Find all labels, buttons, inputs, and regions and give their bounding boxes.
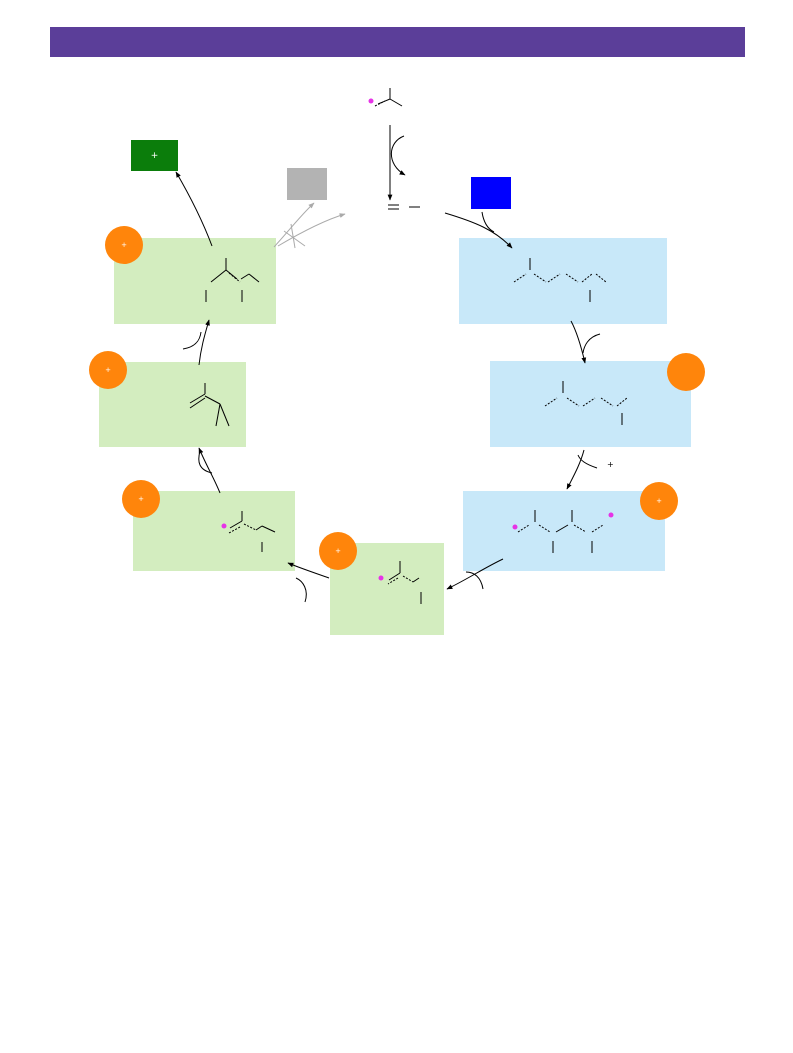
product-box: +: [131, 140, 178, 171]
blue-panel-lower: [463, 491, 665, 571]
blocked-box: [287, 168, 327, 200]
input-box: [471, 177, 511, 209]
badge-lower-left: +: [122, 480, 160, 518]
molecule-blue-lower: [517, 510, 604, 553]
molecule-green-top: [205, 258, 260, 302]
badge-top-left: +: [105, 226, 143, 264]
radical-dot-icon: [608, 512, 614, 518]
blocked-arrow-icon: [273, 202, 346, 249]
molecule-blue-top: [513, 258, 607, 302]
radical-dot-icon: [512, 524, 518, 530]
molecule-green-lower: [228, 511, 276, 552]
blue-panel-middle: [490, 361, 691, 447]
badge-symbol: +: [656, 497, 662, 505]
badge-right-lower: +: [640, 482, 678, 520]
blue-panel-top: [459, 238, 667, 324]
radical-dot-icon: [221, 523, 227, 529]
product-box-symbol: +: [150, 150, 159, 161]
header-bar: [50, 27, 745, 57]
badge-symbol: +: [335, 547, 341, 555]
badge-symbol: +: [105, 366, 111, 374]
badge-bottom: +: [319, 532, 357, 570]
radical-dot-icon: [368, 98, 374, 104]
radical-dot-icon: [378, 575, 384, 581]
badge-middle-left: +: [89, 351, 127, 389]
center-fragment: [388, 204, 420, 210]
badge-right-middle: [667, 353, 705, 391]
molecule-green-middle: [189, 383, 230, 427]
side-plus-mark: +: [607, 460, 614, 469]
arrows: [175, 125, 601, 603]
start-molecule: [374, 88, 403, 107]
green-panel-lower: [133, 491, 295, 571]
molecule-blue-middle: [544, 381, 628, 425]
badge-symbol: +: [121, 241, 127, 249]
molecule-green-bottom: [387, 561, 422, 604]
badge-symbol: +: [138, 495, 144, 503]
